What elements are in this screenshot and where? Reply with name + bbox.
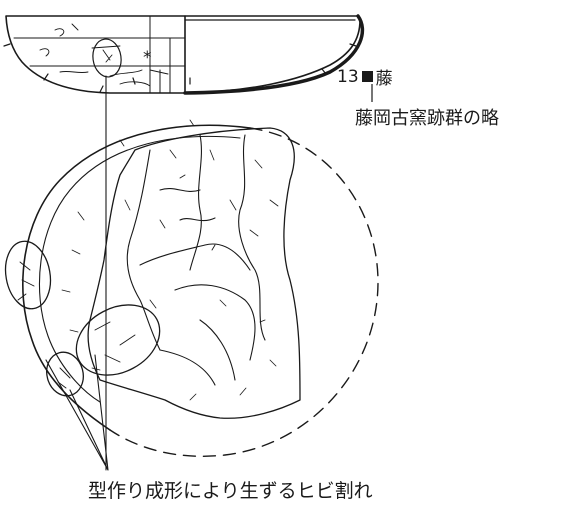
bowl-profile (3, 14, 365, 95)
specimen-number: 13 (337, 66, 359, 87)
bowl-plan (4, 75, 379, 471)
square-marker-icon (361, 71, 373, 82)
asterisk-mark: * (143, 48, 152, 68)
crack-caption: 型作り成形により生ずるヒビ割れ (88, 480, 373, 502)
site-name-label: 藤岡古窯跡群の略 (355, 108, 499, 129)
label-leader-line (371, 84, 373, 102)
specimen-name: 藤 (375, 69, 393, 89)
specimen-label: 13 藤 (337, 64, 393, 90)
